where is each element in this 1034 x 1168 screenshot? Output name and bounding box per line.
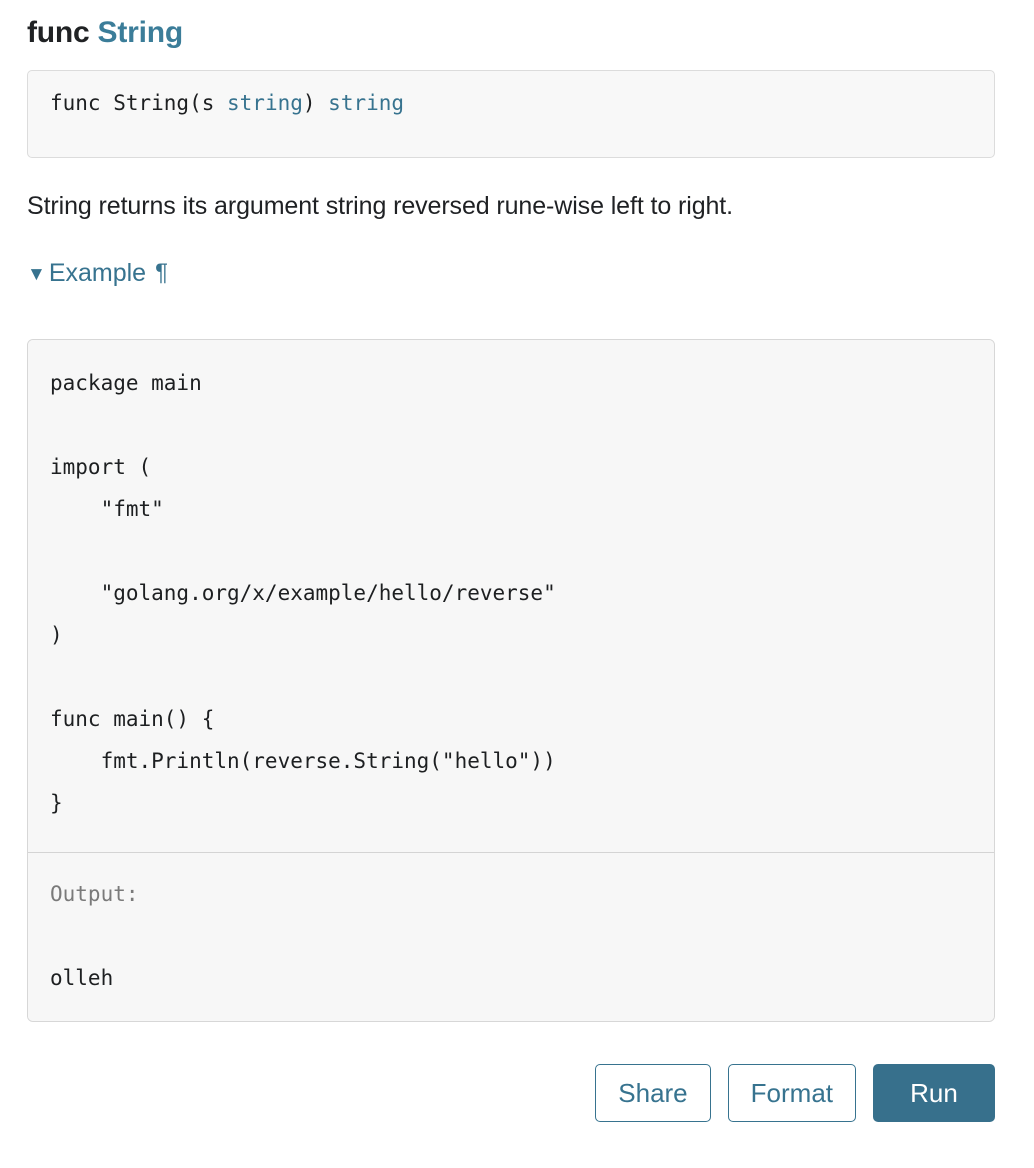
playground-output: Output: olleh [28,853,994,1021]
run-button[interactable]: Run [873,1064,995,1122]
decl-keyword: func [27,16,90,49]
playground-divider [28,852,994,853]
output-spacer [50,915,972,957]
signature-prefix: func String(s [50,91,228,115]
signature-middle: ) [302,91,329,115]
param-type-link[interactable]: string [227,91,303,115]
return-type-link[interactable]: string [328,91,405,115]
example-disclosure-toggle[interactable]: ▼ Example ¶ [27,223,168,289]
function-signature-box: func String(s string) string [27,70,995,158]
output-value: olleh [50,966,114,990]
playground-button-row: Share Format Run [27,1064,995,1122]
output-label: Output: [50,882,139,906]
pilcrow-anchor-icon[interactable]: ¶ [155,259,168,286]
example-label: Example [48,259,147,287]
decl-name: String [97,16,184,49]
code-editor[interactable]: package main import ( "fmt" "golang.org/… [28,340,994,852]
format-button[interactable]: Format [727,1064,856,1122]
chevron-down-icon: ▼ [27,263,46,285]
function-signature: func String(s string) string [50,89,972,117]
share-button[interactable]: Share [595,1064,711,1122]
doc-description: String returns its argument string rever… [27,192,733,220]
playground-panel: package main import ( "fmt" "golang.org/… [27,339,995,1022]
